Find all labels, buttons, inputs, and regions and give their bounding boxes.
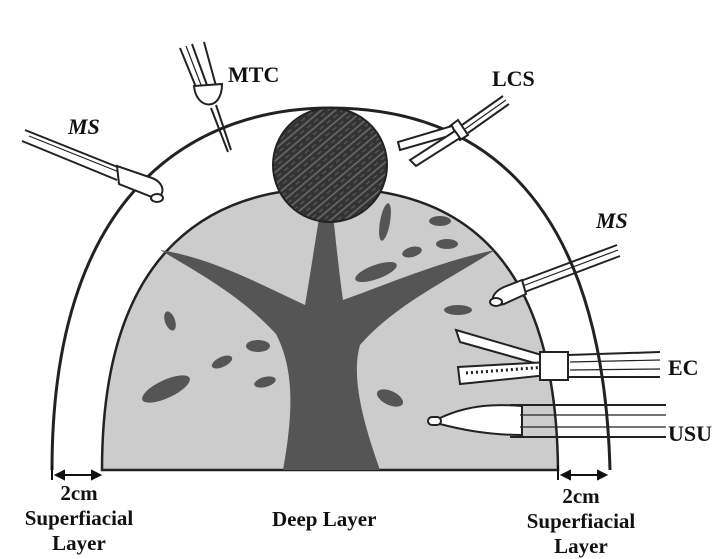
mtc-instrument	[179, 41, 232, 153]
margin-arrow-right	[557, 465, 609, 481]
vessel-oval	[355, 262, 397, 282]
margin-arrow-left	[51, 465, 103, 481]
ec-label: EC	[668, 355, 699, 380]
vessel-oval	[211, 355, 233, 369]
ec-instrument	[454, 328, 661, 386]
margin-right-label: 2cm	[562, 484, 600, 508]
vessel-oval	[254, 376, 276, 388]
vessel-oval	[142, 375, 190, 403]
superficial-left-label: Superfiacial	[24, 506, 134, 530]
vessel-oval	[246, 340, 270, 352]
ms-left-label: MS	[68, 114, 100, 139]
vessel-oval	[444, 305, 472, 315]
layer-left-label: Layer	[52, 531, 106, 555]
vessel-oval	[436, 239, 458, 249]
mtc-label: MTC	[228, 62, 280, 87]
vessel-oval	[164, 311, 176, 331]
ms-left-instrument	[21, 129, 164, 203]
margin-left-label: 2cm	[60, 481, 98, 505]
layer-right-label: Layer	[554, 534, 608, 558]
vessel-tree	[160, 168, 495, 470]
superficial-right-label: Superfiacial	[526, 509, 636, 533]
deep-layer-label: Deep Layer	[272, 507, 377, 531]
usu-label: USU	[668, 421, 713, 446]
ms-right-instrument	[489, 244, 621, 307]
vessel-oval	[402, 246, 422, 258]
usu-instrument	[427, 404, 666, 438]
vessel-oval	[379, 203, 391, 241]
vessel-cross-sections	[142, 203, 472, 407]
left-margin-caption: 2cm Superfiacial Layer	[14, 481, 144, 556]
tumor	[272, 107, 388, 223]
lcs-label: LCS	[492, 66, 535, 91]
right-margin-caption: 2cm Superfiacial Layer	[511, 484, 651, 559]
vessel-oval	[429, 216, 451, 226]
vessel-oval	[376, 389, 404, 407]
ms-right-label: MS	[596, 208, 628, 233]
lcs-instrument	[396, 95, 510, 168]
